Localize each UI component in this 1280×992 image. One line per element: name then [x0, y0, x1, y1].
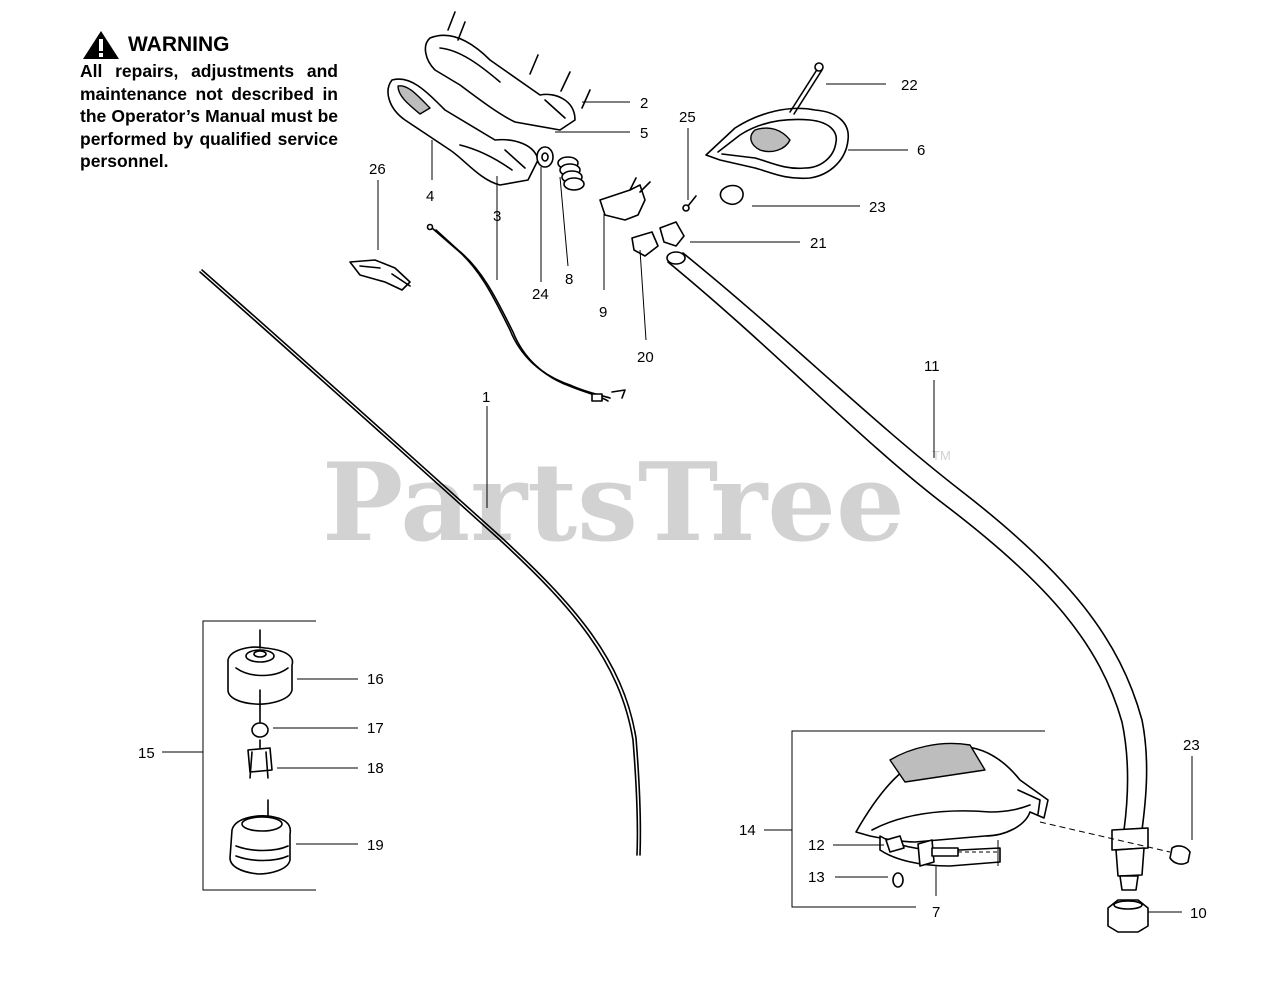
callout-12: 12: [808, 837, 825, 854]
warning-heading: WARNING: [82, 30, 230, 60]
callout-18: 18: [367, 760, 384, 777]
callout-3: 3: [493, 208, 501, 225]
leader-lines: [273, 83, 1193, 913]
callout-20: 20: [637, 349, 654, 366]
throttle-lever: [599, 184, 646, 221]
callout-23: 23: [869, 199, 886, 216]
callout-labels: 1 2 3 4 5 6 7 8 9 10 11 12 13 14 15 16 1…: [138, 77, 1207, 922]
drive-shaft: [199, 271, 639, 856]
guard-screw: [892, 872, 904, 888]
callout-6: 6: [917, 142, 925, 159]
cable-end-fitting: [591, 393, 603, 402]
callout-24: 24: [532, 286, 549, 303]
wing-nut-lower: [1169, 845, 1191, 865]
callout-11: 11: [924, 358, 940, 375]
warning-title: WARNING: [128, 33, 230, 56]
callout-13: 13: [808, 869, 825, 886]
clamp-lower: [631, 231, 659, 257]
callout-22: 22: [901, 77, 918, 94]
callout-15: 15: [138, 745, 155, 762]
handle-assembly: [387, 11, 591, 186]
guard-assembly: [855, 742, 1049, 888]
warning-text: All repairs, adjustments and maintenance…: [80, 61, 338, 171]
callout-19: 19: [367, 837, 384, 854]
assembly-brackets: [162, 620, 1045, 908]
callout-5: 5: [640, 125, 648, 142]
callout-9: 9: [599, 304, 607, 321]
callout-14: 14: [739, 822, 756, 839]
callout-25: 25: [679, 109, 696, 126]
hex-nut: [1107, 899, 1149, 933]
trimmer-head-assembly: [227, 629, 294, 875]
watermark-trademark: TM: [932, 448, 951, 463]
callout-8: 8: [565, 271, 573, 288]
callout-4: 4: [426, 188, 434, 205]
drive-washer: [251, 722, 269, 738]
callout-1: 1: [482, 389, 490, 406]
callout-21: 21: [810, 235, 827, 252]
warning-triangle-icon: [83, 31, 119, 59]
guard-clip: [885, 835, 905, 853]
callout-7: 7: [932, 904, 940, 921]
callout-23-lower: 23: [1183, 737, 1200, 754]
callout-17: 17: [367, 720, 384, 737]
throttle-cable: [431, 227, 611, 399]
watermark: PartsTree: [322, 440, 905, 566]
guard-bolt: [917, 839, 935, 867]
callout-26: 26: [369, 161, 386, 178]
clamp-upper: [659, 221, 685, 247]
callout-16: 16: [367, 671, 384, 688]
spring: [557, 156, 585, 191]
trigger: [349, 259, 411, 291]
wing-nut-upper: [719, 184, 744, 206]
callout-2: 2: [640, 95, 648, 112]
callout-10: 10: [1190, 905, 1207, 922]
